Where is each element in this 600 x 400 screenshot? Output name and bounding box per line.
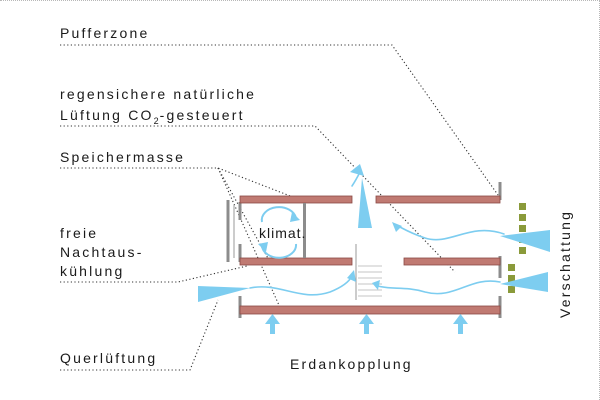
airflow-lower-right-curve [377,280,501,295]
label-speichermasse: Speichermasse [60,149,185,165]
airflow-wedge-left-lower [198,286,250,302]
airflow-arrowhead-1 [392,222,402,232]
airflow-upper-curve [397,225,505,241]
label-pufferzone: Pufferzone [60,25,149,41]
column-upper [303,203,306,258]
label-nacht-line1: freie [60,225,98,241]
climate-circulation-icon [260,206,298,259]
label-klimat: klimat. [259,225,306,241]
stair-hatching [358,265,382,297]
climate-arrowhead-bottom [258,242,268,252]
ground-arrow-2 [359,314,374,334]
label-nacht-line3: kühlung [60,263,124,279]
label-verschattung: Verschattung [557,210,573,318]
leader-speichermasse-1 [60,167,299,200]
leader-lueftung [60,125,456,273]
label-lueftung-line1: regensichere natürliche [60,86,256,102]
ground-arrow-1 [265,314,280,334]
airflow-arrowhead-3 [372,280,380,290]
label-erdankopplung: Erdankopplung [290,356,413,372]
slab-ground [239,305,501,315]
label-lueftung-line2-a: Lüftung CO [60,107,154,123]
airflow-wedge-right-lower [500,272,548,292]
label-lueftung-subscript: 2 [154,116,160,126]
airflow-lower-curve [249,275,353,296]
slab-upper-left [239,195,353,204]
leader-querlueftung [60,299,219,371]
airflow-wedge-chimney [358,178,372,228]
airflow-arrowhead-2 [347,270,356,282]
label-querlueftung: Querlüftung [60,350,157,366]
airflow-arrowhead-4 [350,164,364,176]
slab-middle-right [403,257,501,266]
airflow-wedge-right-upper [500,230,550,252]
climate-arrowhead-top [290,212,300,222]
leader-pufferzone [60,44,499,196]
slab-upper-right [375,195,501,204]
slab-middle-left [239,257,353,266]
label-lueftung-line2: Lüftung CO2-gesteuert [60,107,245,126]
label-nacht-line2: Nachtaus- [60,244,144,260]
ground-arrow-3 [453,314,468,334]
label-lueftung-line2-b: -gesteuert [160,107,245,123]
leader-speichermasse-3 [217,167,283,313]
